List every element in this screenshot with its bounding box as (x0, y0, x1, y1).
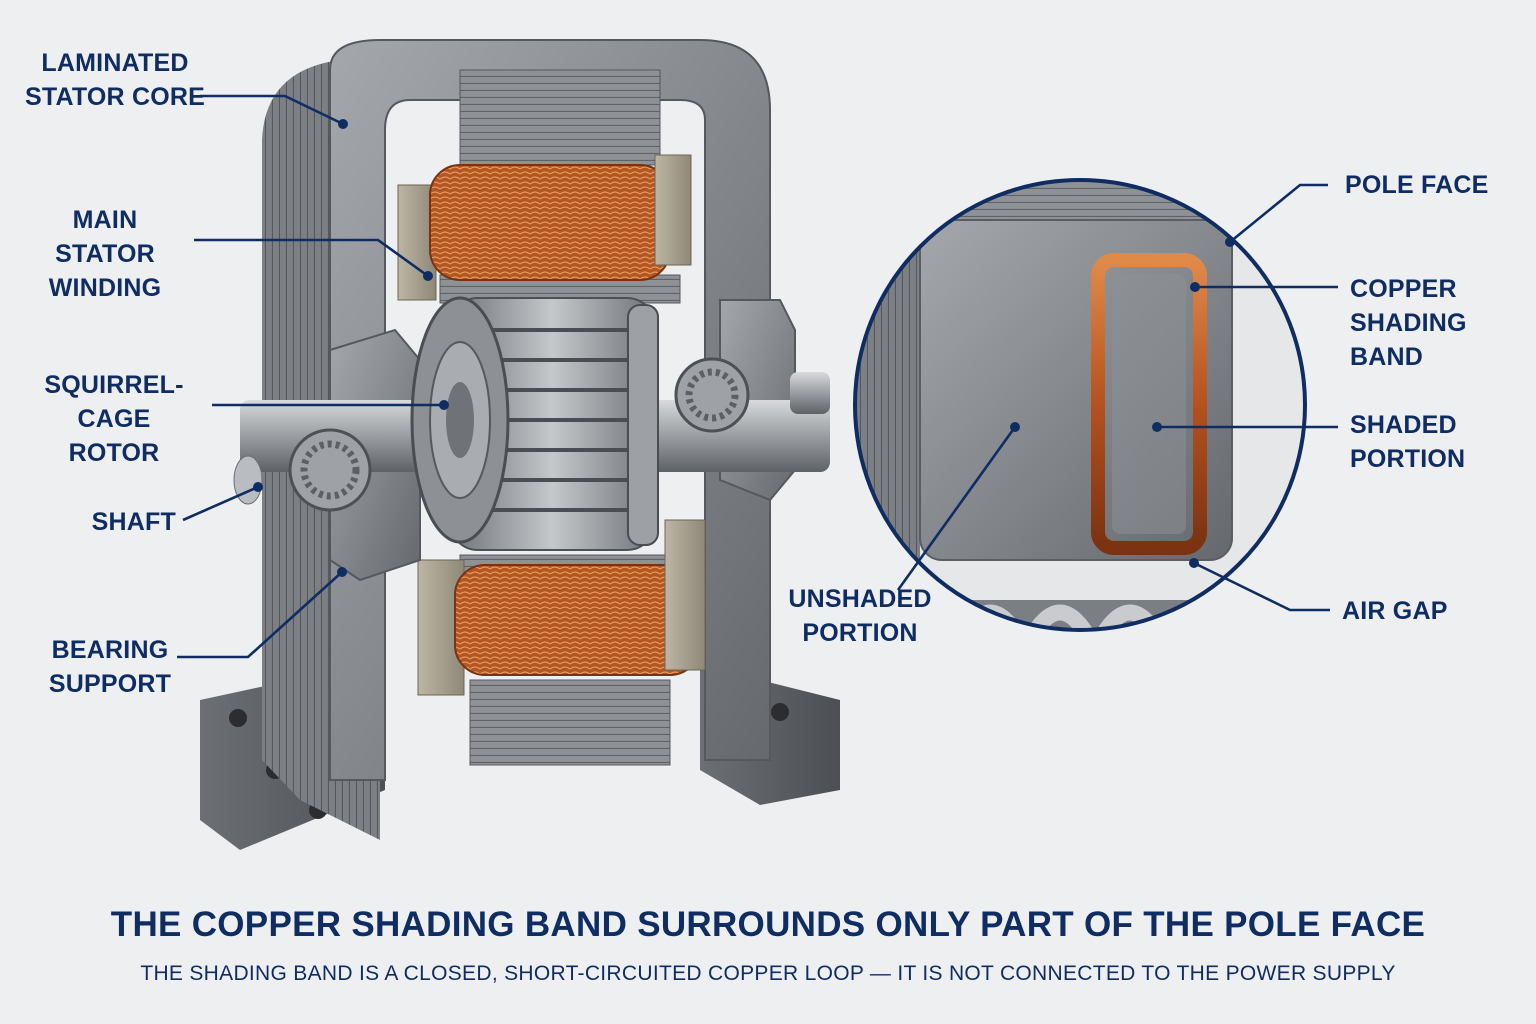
copper-shading-band (1091, 253, 1207, 555)
top-winding (429, 164, 671, 281)
label-unshaded-portion: UNSHADED PORTION (788, 585, 932, 647)
shaft-tip-right (790, 372, 830, 414)
leader-pole-face (1229, 183, 1328, 244)
leader-laminated-stator-core (200, 94, 344, 126)
magnified-pole-view (853, 178, 1307, 632)
caption-title: THE COPPER SHADING BAND SURROUNDS ONLY P… (110, 905, 1426, 944)
label-laminated-stator-core: LAMINATED STATOR CORE (25, 49, 205, 111)
shaft-end (233, 455, 263, 505)
leader-lines (177, 94, 1338, 659)
label-bearing-support: BEARING SUPPORT (48, 636, 172, 698)
label-air-gap: AIR GAP (1342, 597, 1448, 625)
label-shaded-portion: SHADED PORTION (1350, 411, 1466, 473)
mount-hole (229, 709, 247, 727)
magnifier-ring (853, 178, 1307, 632)
top-pole (459, 69, 661, 166)
label-squirrel-cage-rotor: SQUIRREL-CAGE ROTOR (44, 371, 184, 467)
leader-dots (253, 119, 1235, 577)
top-winding-insulator-right (654, 154, 692, 266)
leader-main-stator-winding (194, 238, 429, 278)
mount-hole (771, 703, 789, 721)
label-pole-face: POLE FACE (1345, 171, 1489, 199)
bearing-left (288, 428, 372, 512)
label-main-stator-winding: MAIN STATOR WINDING (48, 206, 162, 302)
bottom-winding-insulator-right (664, 519, 706, 671)
caption-subtitle: THE SHADING BAND IS A CLOSED, SHORT-CIRC… (140, 962, 1396, 985)
bottom-winding (454, 564, 701, 676)
leader-unshaded-portion (896, 426, 1017, 591)
leader-shaft (182, 485, 259, 522)
leader-bearing-support (177, 571, 343, 659)
motor-assembly (200, 39, 840, 850)
bottom-pole (469, 679, 671, 766)
leader-air-gap (1193, 561, 1330, 612)
label-shaft: SHAFT (91, 508, 176, 536)
label-copper-shading-band: COPPER SHADING BAND (1350, 275, 1467, 371)
